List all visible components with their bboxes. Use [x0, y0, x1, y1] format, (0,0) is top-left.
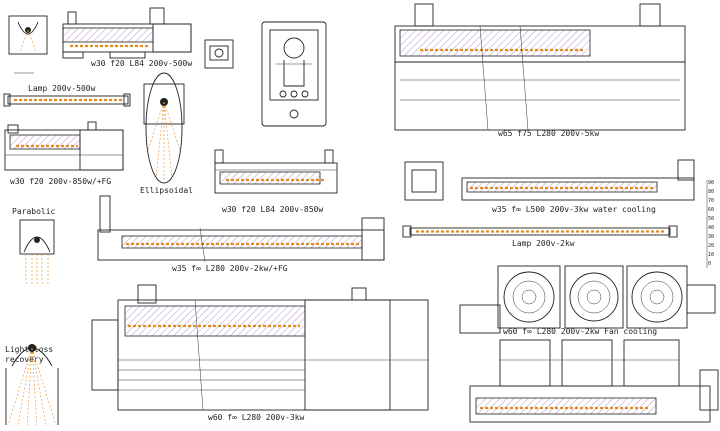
- light-loss-recovery-diagram: [5, 344, 59, 426]
- small-reflector-diagram: [8, 15, 48, 55]
- cross-section-housing: [261, 21, 327, 127]
- connector-box: [204, 39, 234, 69]
- svg-text:80: 80: [708, 189, 714, 195]
- label-w65-5kw: w65 f75 L280 200v-5kw: [498, 129, 599, 138]
- label-parabolic: Parabolic: [12, 207, 56, 216]
- svg-text:90: 90: [708, 180, 714, 186]
- svg-text:0: 0: [708, 261, 711, 267]
- parabolic-reflector: [19, 219, 55, 285]
- label-w60-3kw: w60 f∞ L280 200v-3kw: [208, 413, 305, 422]
- svg-text:40: 40: [708, 225, 714, 231]
- label-w35-2kw-fg: w35 f∞ L280 200v-2kw/+FG: [172, 264, 288, 273]
- scale-ruler: 90 80 70 60 50 40 30 20 10 0: [706, 180, 714, 268]
- label-recovery: recovery: [5, 355, 44, 364]
- lamp-2kw-tube: [402, 225, 678, 238]
- label-lamp-500w: Lamp 200v-500w: [28, 84, 96, 93]
- label-w30-l84-850w: w30 f20 L84 200v-850w: [222, 205, 323, 214]
- lamp-unit-w60-3kw: [91, 284, 429, 411]
- lamp-500w-tube: Lamp 200v-500w: [3, 72, 131, 107]
- label-w60-fan: w60 f∞ L280 200v-2kw Fan cooling: [503, 327, 657, 336]
- lamp-unit-w65-5kw: [394, 3, 686, 131]
- lamp-unit-w30-850w-fg: [4, 121, 124, 171]
- label-ellipsoidal: Ellipsoidal: [140, 186, 193, 195]
- svg-text:60: 60: [708, 207, 714, 213]
- label-lamp-2kw: Lamp 200v-2kw: [512, 239, 575, 248]
- ellipsoidal-reflector: [143, 72, 185, 184]
- lamp-unit-w30-850w: [214, 149, 338, 194]
- svg-text:30: 30: [708, 234, 714, 240]
- lamp-unit-w30-500w: [62, 7, 192, 59]
- fan-cooling-unit: [459, 265, 716, 334]
- label-w30-850w-fg: w30 f20 200v-850w/+FG: [10, 177, 111, 186]
- svg-text:50: 50: [708, 216, 714, 222]
- label-w30-l84-500w: w30 f20 L84 200v-500w: [91, 59, 192, 68]
- svg-text:20: 20: [708, 243, 714, 249]
- lamp-unit-w35-3kw-water: [404, 159, 695, 201]
- lamp-unit-w35-2kw: [97, 195, 385, 263]
- svg-text:10: 10: [708, 252, 714, 258]
- lamp-unit-bottom-right: [469, 339, 719, 423]
- label-w35-3kw-water: w35 f∞ L500 200v-3kw water cooling: [492, 205, 656, 214]
- svg-text:70: 70: [708, 198, 714, 204]
